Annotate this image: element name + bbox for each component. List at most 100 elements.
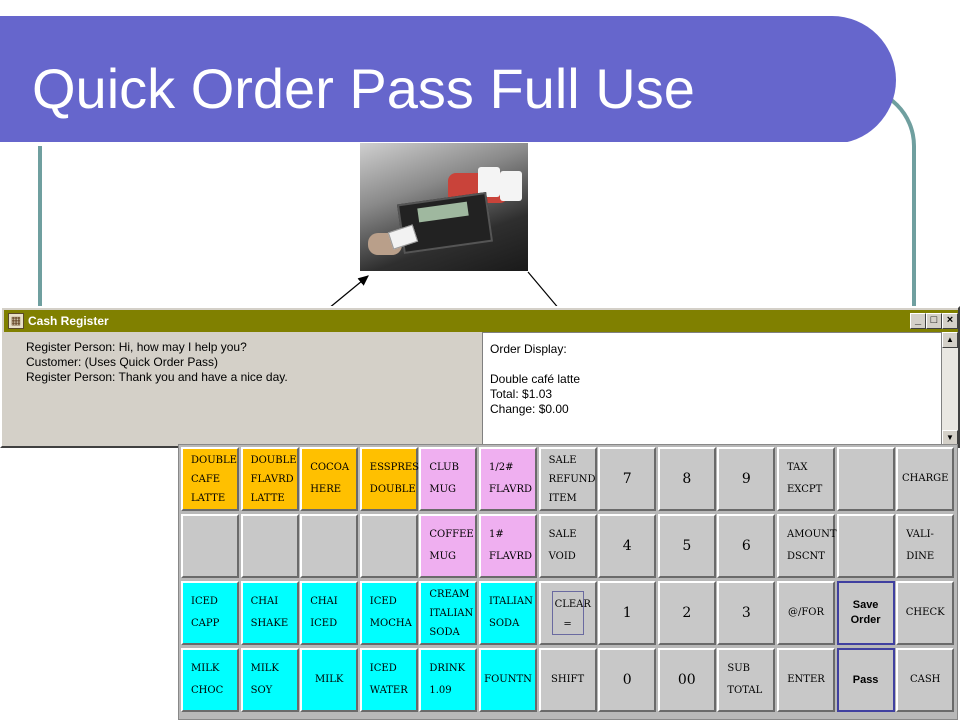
key-key-1[interactable]: 1 — [598, 581, 657, 645]
cash-register-window: ▦ Cash Register _ □ × Register Person: H… — [0, 306, 960, 448]
key-label: SHIFT — [551, 674, 585, 685]
key-shift[interactable]: SHIFT — [538, 648, 597, 712]
key-blank-r2-5[interactable] — [836, 514, 895, 578]
key-key-3[interactable]: 3 — [717, 581, 776, 645]
dialog-line: Register Person: Hi, how may I help you? — [26, 340, 247, 354]
key-key-6[interactable]: 6 — [717, 514, 776, 578]
key-label: CHECK — [905, 607, 945, 618]
key-label: ITEM — [548, 492, 577, 504]
slide-title: Quick Order Pass Full Use — [32, 57, 695, 120]
key-label: FLAVRD — [250, 473, 294, 485]
key-label: 0 — [622, 672, 632, 688]
key-label: CHAI — [250, 596, 279, 607]
order-display-scrollbar[interactable]: ▲ ▼ — [942, 332, 958, 446]
key-key-0[interactable]: 0 — [598, 648, 657, 712]
key-enter[interactable]: ENTER — [777, 648, 835, 712]
order-item: Double café latte — [490, 372, 581, 386]
scroll-up-icon[interactable]: ▲ — [942, 332, 958, 348]
key-label: @/FOR — [787, 607, 825, 618]
key-label: DRINK — [429, 663, 466, 674]
key-label: ITALIAN — [489, 596, 533, 607]
key-label: CASH — [909, 674, 941, 685]
key-fountn[interactable]: FOUNTN — [479, 648, 537, 712]
slide-title-bar: Quick Order Pass Full Use — [0, 16, 896, 146]
key-label: FLAVRD — [489, 484, 533, 495]
key-label: MUG — [429, 551, 457, 562]
minimize-button[interactable]: _ — [910, 313, 926, 329]
key-key-2[interactable]: 2 — [657, 581, 716, 645]
key-label: DOUBLE — [191, 454, 237, 466]
key-label: 4 — [622, 538, 632, 554]
key-vali-dine[interactable]: VALI-DINE — [896, 514, 955, 578]
key-cash[interactable]: CASH — [896, 648, 955, 712]
window-title: Cash Register — [28, 314, 109, 328]
maximize-button[interactable]: □ — [926, 313, 942, 329]
key-label: VALI- — [906, 529, 934, 540]
key-blank-r2-1[interactable] — [181, 514, 239, 578]
key-key-5[interactable]: 5 — [657, 514, 716, 578]
window-titlebar[interactable]: ▦ Cash Register _ □ × — [4, 310, 958, 332]
key-label: CREAM — [429, 588, 470, 600]
key-blank-r2-4[interactable] — [359, 514, 418, 578]
close-button[interactable]: × — [942, 313, 958, 329]
key-label: SHAKE — [250, 618, 289, 629]
key-label: 1# — [489, 529, 504, 540]
key-label: 6 — [741, 538, 751, 554]
dialog-text: Register Person: Hi, how may I help you?… — [10, 340, 480, 440]
key-label: 00 — [677, 672, 696, 688]
key-key-8[interactable]: 8 — [657, 447, 716, 511]
order-total: Total: $1.03 — [490, 387, 553, 401]
key-clear[interactable]: CLEAR= — [538, 581, 597, 645]
key-pass[interactable]: Pass — [836, 648, 895, 712]
key-label: 1/2# — [489, 462, 514, 473]
key-italian-soda[interactable]: ITALIAN SODA — [479, 581, 537, 645]
dialog-line: Register Person: Thank you and have a ni… — [26, 370, 288, 384]
key-key-00[interactable]: 00 — [657, 648, 716, 712]
key-half-flavrd[interactable]: 1/2# FLAVRD — [479, 447, 537, 511]
key-label: Pass — [852, 673, 879, 686]
key-key-7[interactable]: 7 — [598, 447, 657, 511]
key-check[interactable]: CHECK — [896, 581, 955, 645]
key-one-flavrd[interactable]: 1#FLAVRD — [479, 514, 537, 578]
clear-key-frame: CLEAR= — [551, 591, 591, 635]
key-charge[interactable]: CHARGE — [896, 447, 955, 511]
photo-register — [396, 191, 494, 255]
key-blank-r2-2[interactable] — [240, 514, 299, 578]
key-blank-r2-3[interactable] — [300, 514, 359, 578]
order-change: Change: $0.00 — [490, 402, 569, 416]
key-chai-shake[interactable]: CHAI SHAKE — [240, 581, 299, 645]
key-key-4[interactable]: 4 — [598, 514, 657, 578]
key-key-9[interactable]: 9 — [717, 447, 776, 511]
slide-frame-right — [912, 230, 916, 310]
key-label: TAX — [787, 462, 808, 473]
photo-cup — [500, 171, 522, 201]
key-label: SODA — [489, 618, 520, 629]
key-label: ICED — [369, 663, 397, 674]
key-label: ESSPRESO — [369, 462, 428, 473]
key-label: ICED — [369, 596, 397, 607]
key-label: CHARGE — [901, 473, 949, 484]
key-blank-r1[interactable] — [836, 447, 895, 511]
key-at-for[interactable]: @/FOR — [777, 581, 835, 645]
key-milk[interactable]: MILK — [300, 648, 359, 712]
